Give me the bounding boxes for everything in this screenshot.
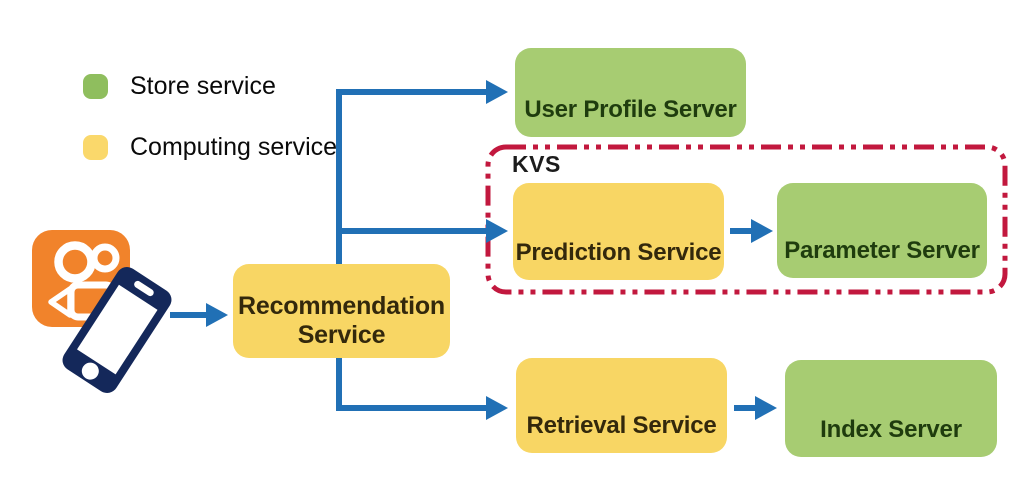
store-service-swatch-icon (83, 73, 108, 99)
arrow-prediction-to-parameter (730, 219, 773, 243)
legend-item-store-service: Store service (83, 71, 276, 100)
legend-store-service-label: Store service (130, 71, 276, 100)
index-server-node: Index Server (785, 360, 997, 457)
arrow-to-retrieval (336, 358, 508, 420)
legend-item-computing-service: Computing service (83, 132, 338, 161)
retrieval-service-node: Retrieval Service (516, 358, 727, 453)
index-server-label: Index Server (820, 416, 962, 444)
parameter-server-node: Parameter Server (777, 183, 987, 278)
kvs-dashed-border (485, 144, 1008, 295)
arrow-to-user-profile (336, 80, 508, 104)
recommendation-service-label: Recommendation Service (238, 292, 445, 349)
arrow-app-to-recommendation (170, 303, 228, 327)
user-profile-server-label: User Profile Server (524, 96, 737, 124)
kvs-group-label: KVS (512, 151, 561, 177)
prediction-service-label: Prediction Service (515, 239, 722, 267)
client-app-graphic (32, 230, 172, 393)
arrow-to-prediction (339, 219, 508, 243)
smartphone-icon (62, 267, 172, 393)
user-profile-server-node: User Profile Server (515, 48, 746, 137)
prediction-service-node: Prediction Service (513, 183, 724, 280)
retrieval-service-label: Retrieval Service (526, 412, 717, 440)
recommendation-service-node: Recommendation Service (233, 264, 450, 358)
arrow-retrieval-to-index (734, 396, 777, 420)
legend-computing-service-label: Computing service (130, 132, 338, 161)
computing-service-swatch-icon (83, 134, 108, 160)
parameter-server-label: Parameter Server (784, 237, 980, 265)
